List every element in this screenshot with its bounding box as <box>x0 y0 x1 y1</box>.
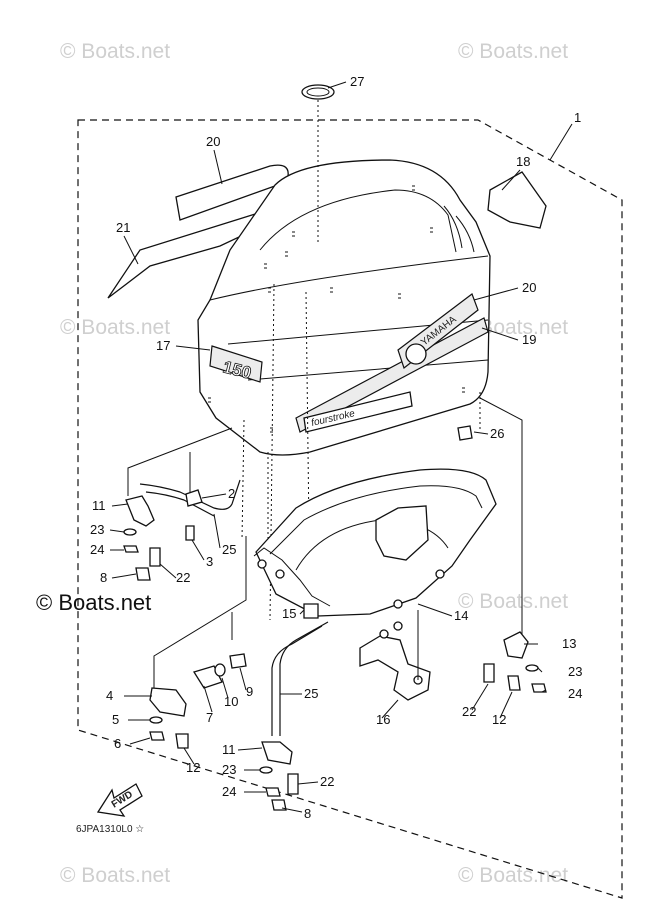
callout-12: 12 <box>186 760 200 775</box>
callout-17: 17 <box>156 338 170 353</box>
spacer-22-upper <box>149 547 161 567</box>
callout-1: 1 <box>574 110 581 125</box>
clip-2 <box>185 489 203 507</box>
callout-9: 9 <box>246 684 253 699</box>
callout-23: 23 <box>568 664 582 679</box>
nut-24-right <box>531 683 547 693</box>
callout-5: 5 <box>112 712 119 727</box>
top-cowling-1 <box>197 159 491 456</box>
fwd-arrow-icon: FWD <box>96 783 143 817</box>
spacer-22-lower <box>287 773 299 795</box>
150-decal-17 <box>209 345 263 383</box>
callout-13: 13 <box>562 636 576 651</box>
nut-6 <box>149 731 165 741</box>
callout-24: 24 <box>568 686 582 701</box>
callout-7: 7 <box>206 710 213 725</box>
callout-8: 8 <box>304 806 311 821</box>
fourstroke-decal <box>303 391 413 433</box>
bracket-inner <box>375 505 429 561</box>
bracket-16 <box>359 635 431 701</box>
callout-24: 24 <box>222 784 236 799</box>
diagram-code: 6JPA1310L0 ☆ <box>76 824 144 835</box>
grommet-12-left <box>175 733 189 749</box>
washer-23-right <box>525 664 539 672</box>
side-stripe-19 <box>295 317 489 433</box>
washer-5 <box>149 716 163 724</box>
callout-21: 21 <box>116 220 130 235</box>
callout-14: 14 <box>454 608 468 623</box>
callout-2: 2 <box>228 486 235 501</box>
seal-frame-14 <box>255 468 497 617</box>
bracket-4 <box>149 687 187 717</box>
spacer-22-right <box>483 663 495 683</box>
watermark: © Boats.net <box>60 316 171 339</box>
callout-15: 15 <box>282 606 296 621</box>
callout-18: 18 <box>516 154 530 169</box>
fitting-11-lower <box>261 741 293 765</box>
callout-20: 20 <box>206 134 220 149</box>
watermark: © Boats.net <box>60 864 171 887</box>
callout-22: 22 <box>462 704 476 719</box>
cowling-marks <box>208 185 465 433</box>
callout-19: 19 <box>522 332 536 347</box>
callout-27: 27 <box>350 74 364 89</box>
nut-24-upper <box>123 545 139 553</box>
callout-11: 11 <box>222 742 236 757</box>
bolt-3 <box>185 525 195 541</box>
callout-4: 4 <box>106 688 113 703</box>
callout-8: 8 <box>100 570 107 585</box>
callout-26: 26 <box>490 426 504 441</box>
assembly-boundary <box>77 119 623 899</box>
washer-10 <box>214 663 226 677</box>
callout-12: 12 <box>492 712 506 727</box>
fitting-13 <box>503 631 529 659</box>
watermark-bold: © Boats.net <box>36 590 152 615</box>
hose-25-lower <box>279 621 329 736</box>
watermark: © Boats.net <box>458 590 569 613</box>
callout-25: 25 <box>222 542 236 557</box>
callout-23: 23 <box>222 762 236 777</box>
callout-23: 23 <box>90 522 104 537</box>
washer-23-upper <box>123 528 137 536</box>
callout-20: 20 <box>522 280 536 295</box>
callout-10: 10 <box>224 694 238 709</box>
callout-25: 25 <box>304 686 318 701</box>
callout-6: 6 <box>114 736 121 751</box>
grommet-8-upper <box>135 567 151 581</box>
nut-24-lower <box>265 787 281 797</box>
watermark: © Boats.net <box>60 40 171 63</box>
hose-25-upper <box>139 479 241 510</box>
callout-numbers: 27 1 20 18 21 20 19 17 26 2 11 23 24 8 2… <box>90 74 582 821</box>
callout-16: 16 <box>376 712 390 727</box>
callout-11: 11 <box>92 498 106 513</box>
watermark: © Boats.net <box>458 864 569 887</box>
vent-decal-18 <box>487 171 547 229</box>
callout-22: 22 <box>176 570 190 585</box>
fitting-11-upper <box>125 495 155 527</box>
washer-23-lower <box>259 766 273 774</box>
watermark: © Boats.net <box>458 40 569 63</box>
bolt-9 <box>229 653 247 669</box>
grommet-8-lower <box>271 799 287 811</box>
grommet-12-right <box>507 675 521 691</box>
leader-lines <box>109 81 573 813</box>
callout-22: 22 <box>320 774 334 789</box>
grommet-15 <box>303 603 319 619</box>
callout-24: 24 <box>90 542 104 557</box>
grommet-27 <box>301 84 335 100</box>
clip-26 <box>457 425 473 441</box>
callout-3: 3 <box>206 554 213 569</box>
